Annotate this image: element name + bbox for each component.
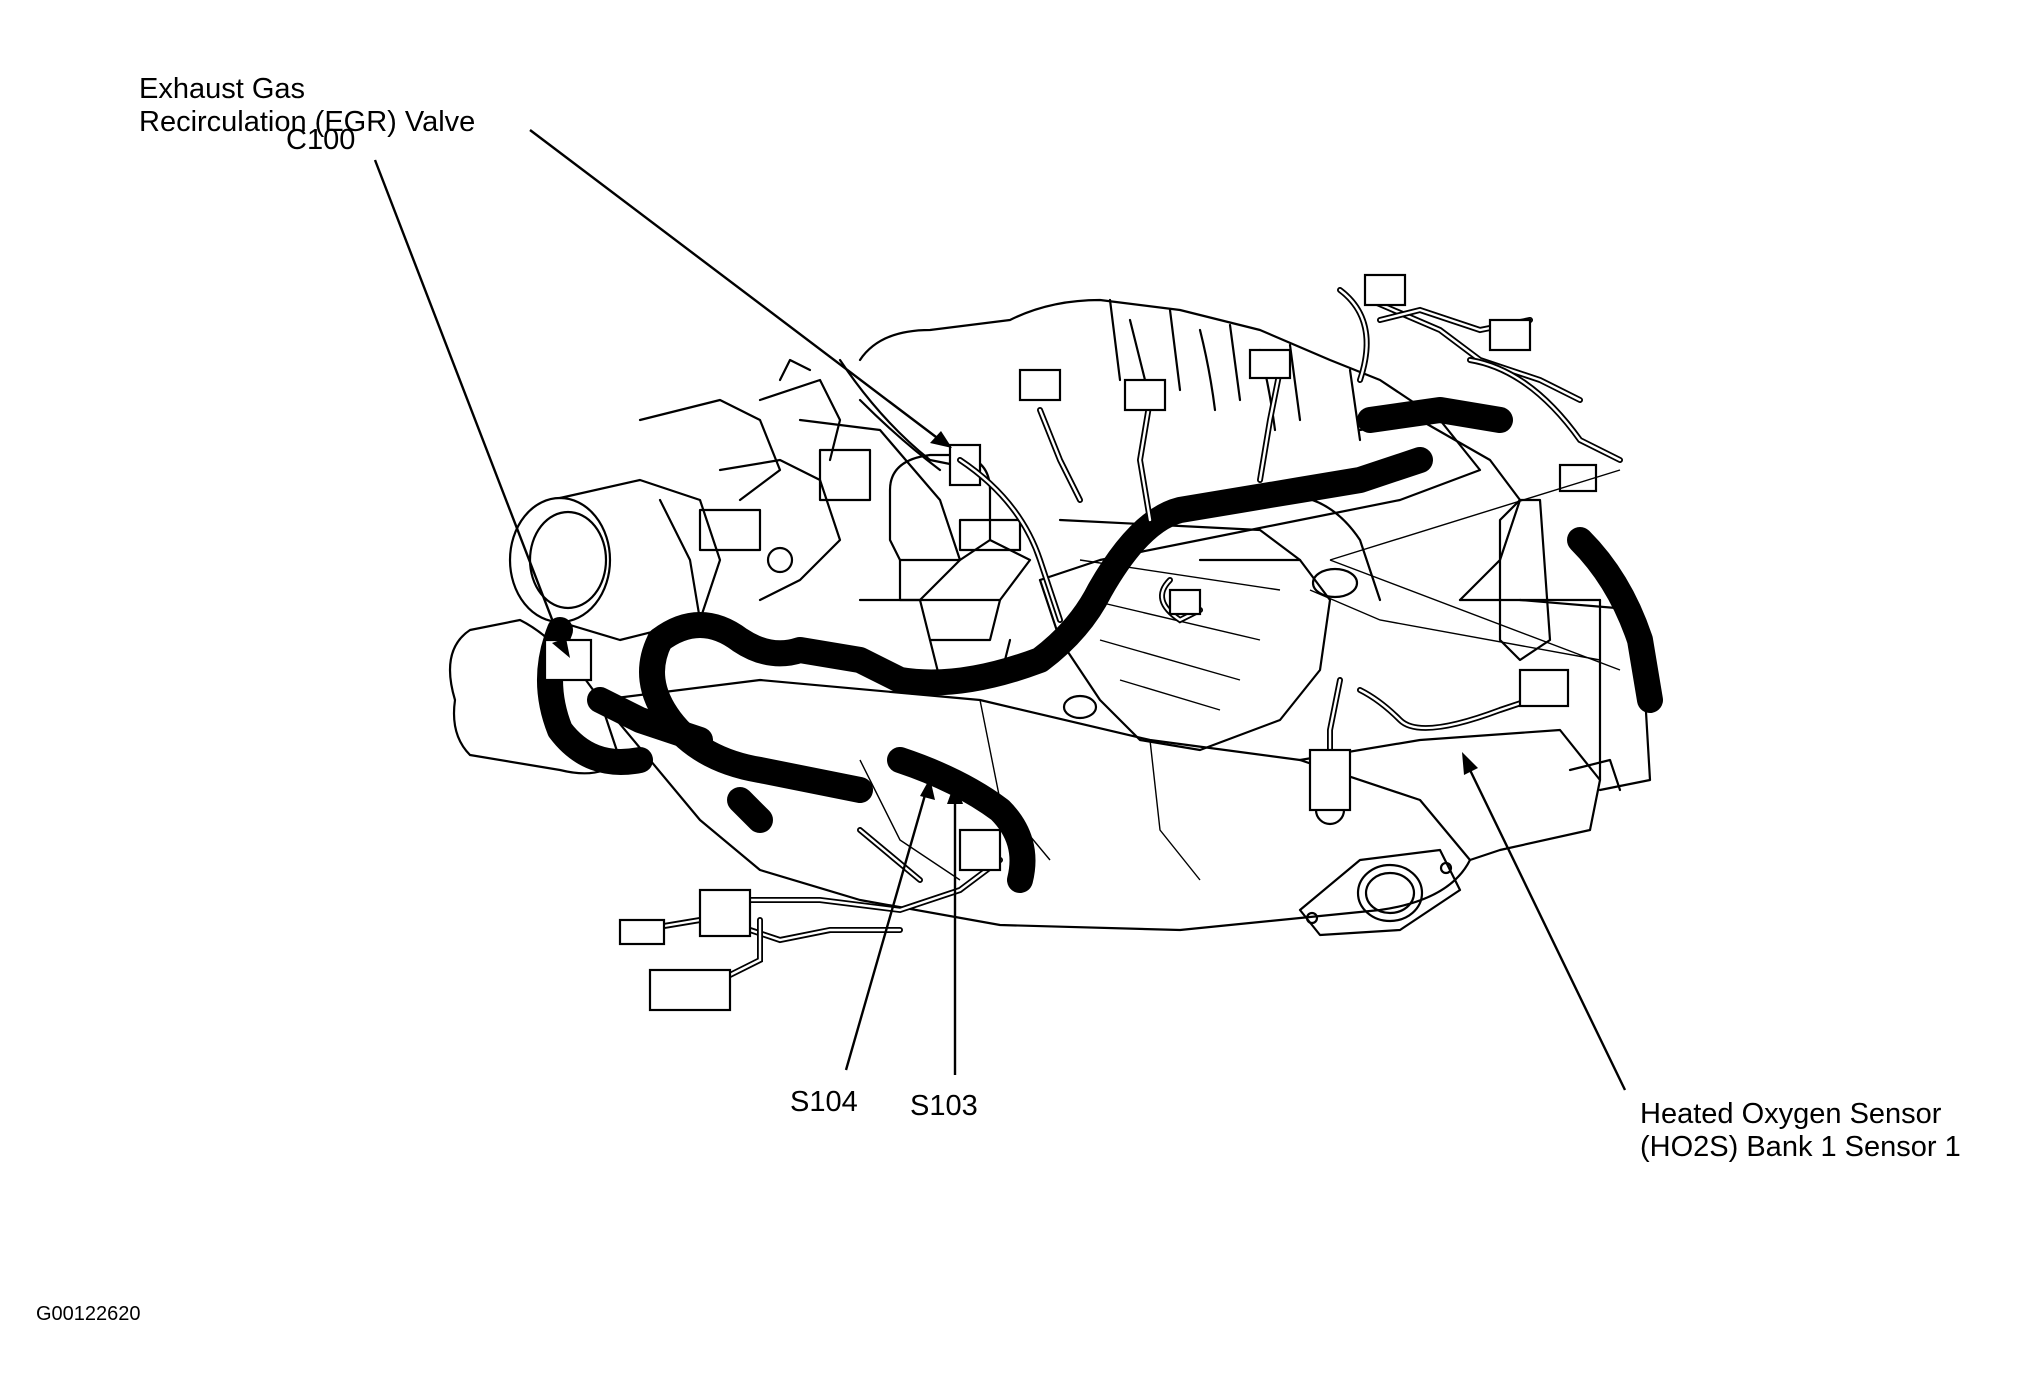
ho2s-leader-line: [1468, 769, 1627, 1091]
s104-leader-line: [844, 794, 927, 1071]
ho2s-arrowhead: [1462, 752, 1478, 775]
bracket-rods: [1309, 469, 1622, 792]
ho2s-label-line2: (HO2S) Bank 1 Sensor 1: [1640, 1131, 1961, 1163]
s104-label: S104: [790, 1086, 858, 1118]
egr-arrowhead: [930, 431, 952, 448]
egr-valve-label: Exhaust Gas Recirculation (EGR) Valve: [139, 73, 475, 139]
main-harness: [537, 397, 1663, 893]
c100-arrowhead: [552, 638, 570, 658]
figure-identifier: G00122620: [36, 1303, 141, 1325]
connectors: [543, 273, 1598, 1012]
s103-label: S103: [910, 1090, 978, 1122]
throttle-body: [508, 358, 842, 642]
egr-leader-line: [529, 129, 941, 441]
exhaust-flange: [1298, 848, 1462, 937]
leader-lines: [373, 129, 1627, 1091]
egr-label-line2: Recirculation (EGR) Valve: [139, 106, 476, 138]
s104-arrowhead: [920, 778, 935, 800]
egr-valve: [888, 443, 1032, 682]
c100-label: C100: [286, 124, 356, 156]
ho2s-label-line1: Heated Oxygen Sensor: [1640, 1098, 1942, 1130]
egr-label-line1: Exhaust Gas: [139, 73, 306, 105]
sensor-wires: [637, 287, 1623, 983]
ho2s-label: Heated Oxygen Sensor (HO2S) Bank 1 Senso…: [1640, 1098, 1961, 1164]
c100-leader-line: [373, 159, 562, 641]
s103-arrowhead: [947, 782, 963, 804]
